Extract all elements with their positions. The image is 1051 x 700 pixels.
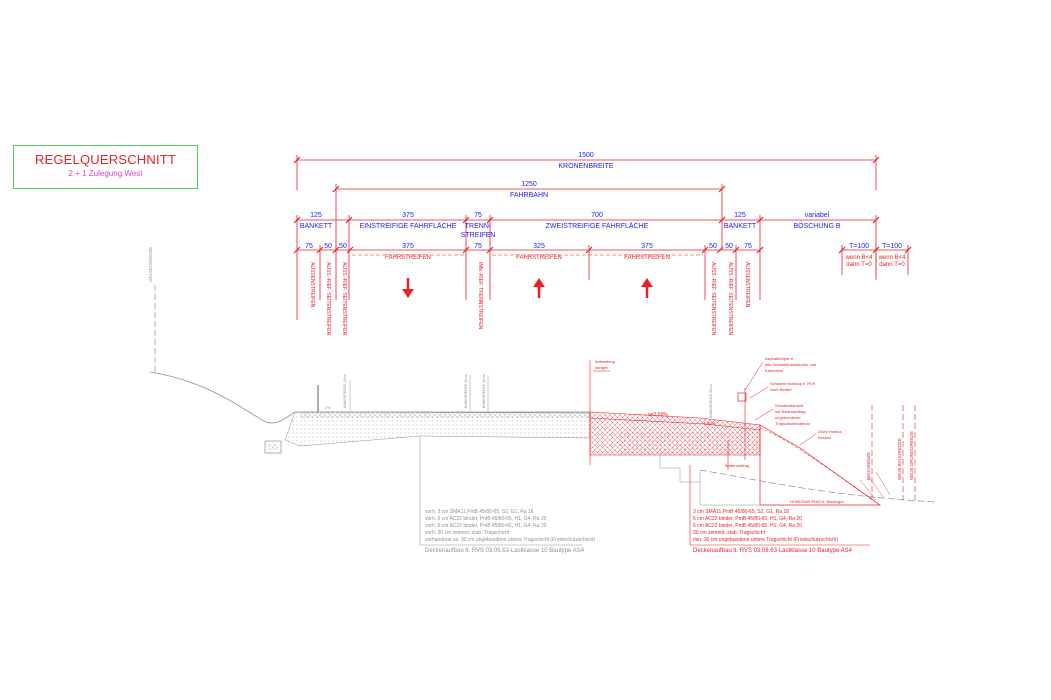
gray-vlabel-3: BANKGRENZE 20cm: [482, 374, 486, 408]
layers-new: 3 cm SMA11,PmB 45/80-65, S2, G1, Ra 18 6…: [693, 509, 853, 554]
fahrstreifen-label-1: FAHRSTREIFEN: [385, 255, 431, 261]
dimension-chains: [296, 155, 909, 320]
drawing-subtitle: 2 + 1 Zulegung West: [68, 169, 143, 178]
t-note-1a: wenn B<4: [845, 255, 874, 261]
layer-existing-1: vorh. 6 cm AC22 bindet, PmB 45/80-65, H1…: [425, 516, 547, 522]
annotation-4a: Schotterbankett: [775, 403, 804, 408]
fahrstreifen-label-3: FAHRSTREIFEN: [624, 255, 670, 261]
annotation-5a: 20cm Humus: [818, 429, 842, 434]
dimension-ticks: [293, 156, 912, 254]
dim-fahrbahn-value: 1250: [521, 181, 537, 188]
dim-kronenbreite-value: 1500: [578, 152, 594, 159]
dim-bankett-left-label: BANKETT: [300, 223, 333, 230]
t-note-2b: dann T=0: [879, 262, 905, 268]
dim-r4-7: 50: [709, 243, 717, 250]
dim-bankett-left-value: 125: [310, 212, 322, 219]
ground-label: HUMUSABTRAG lt. Bodengut: [790, 499, 844, 504]
dim-r4-4: 75: [474, 243, 482, 250]
annotation-4d: Tragschichtmaterial: [775, 421, 810, 426]
strip-label-trenn: INN.-RIEF. TRENNSTREIFEN: [477, 262, 483, 330]
layer-existing-caption: Deckenaufbau lt. RVS 03.08.63-Lastklasse…: [425, 548, 585, 554]
annotation-5b: besämt: [818, 435, 832, 440]
arrow-up-icon: [641, 278, 653, 298]
dim-r4-6: 375: [641, 243, 653, 250]
layer-new-2: 6 cm AC22 binder, PmB 45/80-65, H1, G4, …: [693, 523, 802, 529]
gray-vlabel-2: BANKGRENZE 20cm: [464, 374, 468, 408]
annotation-2b: alle Schwellenstrukturen und: [765, 362, 816, 367]
annotation-4b: mit Bodenauftrag: [775, 409, 805, 414]
dim-bankett-right-label: BANKETT: [724, 223, 757, 230]
gray-vlabel-1: BANKGRENZE 20cm: [343, 374, 347, 408]
dim-r4-9: 75: [744, 243, 752, 250]
strip-label-aussen-left: AUSSENSTREIFEN: [309, 262, 315, 308]
annotation-6: Bodenauftrag: [725, 463, 749, 468]
dim-einstreifig-label: EINSTREIFIGE FAHRFLÄCHE: [360, 222, 457, 230]
baugrenze-label: BAUGRENZE: [866, 452, 871, 480]
layer-new-caption: Deckenaufbau lt. RVS 03.08.63-Lastklasse…: [693, 548, 853, 554]
layer-existing-4: vorhandene ca. 30 cm ungebundene untere …: [425, 537, 595, 543]
strip-label-seiten-right-1: AUSS.-RIEF. SEITENSTREIFEN: [710, 262, 716, 335]
t-note-1b: dann T=0: [846, 262, 872, 268]
annotation-3a: Schutzeinrichtung lt. RVS: [770, 381, 816, 386]
fahrstreifen-label-2: FAHRSTREIFEN: [516, 255, 562, 261]
dim-r4-1: 50: [324, 243, 332, 250]
strip-label-seiten-right-2: AUSS.-RIEF. SEITENSTREIFEN: [727, 262, 733, 335]
dim-trennstreifen-value: 75: [474, 212, 482, 219]
annotation-1: Aufweitung: [595, 359, 615, 364]
slope-left: 2%: [325, 405, 331, 410]
layer-new-1: 6 cm AC22 binder, PmB 45/80-65, H1, G4, …: [693, 516, 802, 522]
layer-existing-2: vorh. 6 cm AC22 bindet, PmB 45/80-65, H1…: [425, 523, 547, 529]
layer-new-0: 3 cm SMA11,PmB 45/80-65, S2, G1, Ra 18: [693, 509, 789, 515]
t-note-2a: wenn B<4: [878, 255, 907, 261]
layer-new-3: 30 cm zement. stab. Tragschicht: [693, 530, 766, 536]
dim-r4-2: 50: [339, 243, 347, 250]
dim-r4-5: 325: [533, 243, 545, 250]
annotation-2a: Asphaltkörper lt.: [765, 356, 794, 361]
grundgrenze-label: GRUNDGRENZE: [148, 247, 153, 282]
dim-fahrbahn-label: FAHRBAHN: [510, 192, 548, 199]
annotation-3b: nach Bedarf: [770, 387, 792, 392]
strip-label-aussen-right: AUSSENSTREIFEN: [744, 262, 750, 308]
annotation-1b: übrigen: [595, 365, 608, 370]
layer-existing-0: vorh. 3 cm SMA11,PmB 45/80-65, S2, G1, R…: [425, 509, 534, 515]
dim-einstreifig-value: 375: [402, 212, 414, 219]
slope-right: 4.00%: [703, 421, 716, 426]
annotation-4c: ungebundener: [775, 415, 801, 420]
neue-baugrenze-label: NEUE BAUGRENZE: [897, 438, 902, 480]
strip-label-seiten-left-1: AUSS.-RIEF. SEITENSTREIFEN: [325, 262, 331, 335]
dim-r4-0: 75: [305, 243, 313, 250]
dim-r4-10: T=100: [849, 243, 869, 250]
arrow-down-icon: [402, 278, 414, 298]
slope-label: q=2.50%: [648, 412, 668, 418]
layer-new-4: min. 30 cm ungebundene untere Tragschich…: [693, 537, 838, 543]
dim-zweistreifig-value: 700: [591, 212, 603, 219]
dim-boeschung-value: variabel: [805, 212, 830, 219]
layer-existing-3: vorh. 30 cm zement. stab. Tragschicht: [425, 530, 510, 536]
dim-bankett-right-value: 125: [734, 212, 746, 219]
dim-kronenbreite-label: KRONENBREITE: [558, 163, 614, 170]
dim-r4-3: 375: [402, 243, 414, 250]
drawing-title: REGELQUERSCHNITT: [34, 152, 177, 167]
cross-section: GRUNDGRENZE 2%: [148, 247, 936, 545]
dim-trennstreifen-label-2: STREIFEN: [461, 232, 496, 239]
dim-trennstreifen-label-1: TRENN-: [465, 223, 492, 230]
arrow-up-icon: [533, 278, 545, 298]
annotation-2c: Kalendern: [765, 368, 783, 373]
dim-r4-11: T=100: [882, 243, 902, 250]
strip-label-seiten-left-2: AUSS.-RIEF. SEITENSTREIFEN: [341, 262, 347, 335]
layers-existing: vorh. 3 cm SMA11,PmB 45/80-65, S2, G1, R…: [425, 509, 595, 554]
dim-boeschung-label: BÖSCHUNG B: [793, 222, 840, 230]
neue-grundgrenze-label: NEUE GRUNDGRENZE: [909, 431, 914, 480]
title-box: REGELQUERSCHNITT 2 + 1 Zulegung West: [13, 145, 198, 189]
dim-zweistreifig-label: ZWEISTREIFIGE FAHRFLÄCHE: [546, 222, 649, 230]
gray-vlabel-4: BANKGRENZE 20cm: [709, 384, 713, 418]
dim-r4-8: 50: [725, 243, 733, 250]
